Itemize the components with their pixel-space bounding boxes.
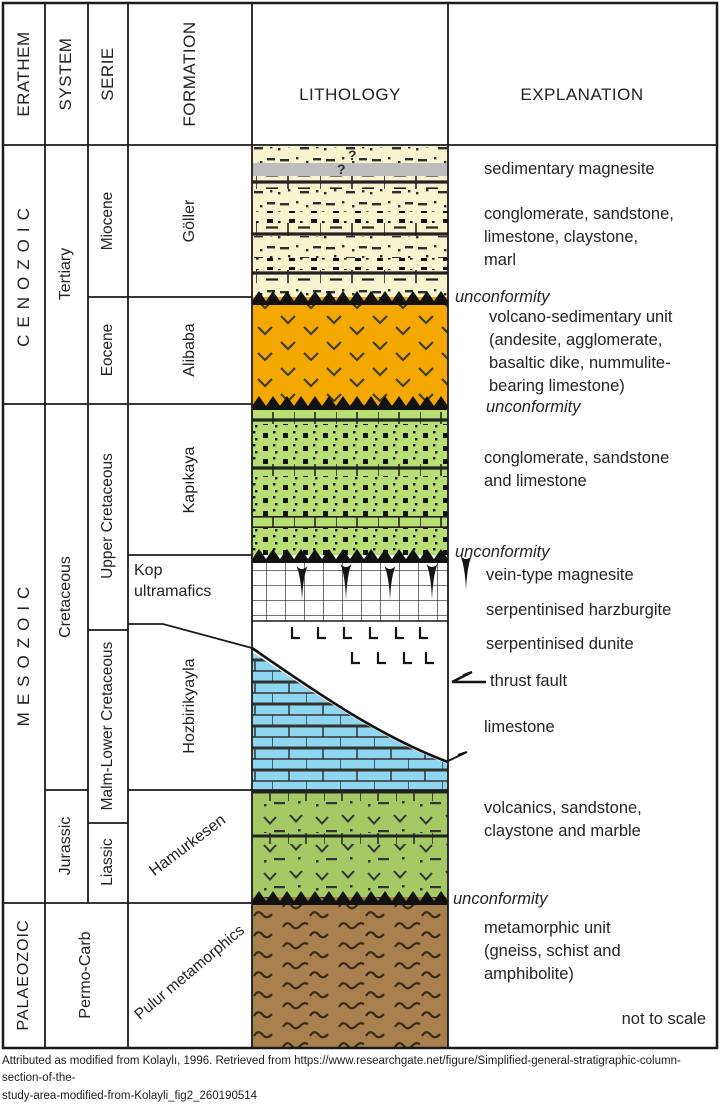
system-permo-carb: Permo-Carb [77, 931, 94, 1019]
explanation-metamorphic-desc: metamorphic unit (gneiss, schist and amp… [484, 919, 621, 983]
explanation-alibaba-desc: volcano-sedimentary unit (andesite, aggl… [489, 308, 673, 395]
attribution-text: Attributed as modified from Kolaylı, 199… [2, 1055, 681, 1102]
explanation-dunite: serpentinised dunite [486, 635, 634, 653]
col-header-formation: FORMATION [180, 21, 199, 127]
dunite-symbols [290, 627, 434, 665]
erathem-mesozoic: MESOZOIC [14, 579, 33, 727]
col-header-erathem: ERATHEM [14, 31, 33, 117]
formation-kapikaya: Kapıkaya [181, 446, 198, 514]
explanation-unconformity-3: unconformity [455, 543, 550, 561]
erathem-cenozoic: CENOZOIC [14, 201, 33, 347]
explanation-unconformity-1: unconformity [455, 288, 550, 306]
table-grid-lines [1, 1, 719, 1050]
explanation-limestone: limestone [484, 718, 555, 736]
formation-kop-ultramafics: Kop ultramafics [134, 562, 212, 600]
lithology-hamurkesen [252, 790, 448, 901]
explanation-unconformity-4: unconformity [453, 890, 548, 908]
explanation-not-to-scale: not to scale [621, 1010, 706, 1028]
vein-symbols [296, 564, 438, 600]
lithology-pulur [252, 897, 448, 1048]
system-tertiary: Tertiary [57, 247, 74, 301]
question-mark-lower: ? [337, 161, 346, 177]
explanation-hamurkesen-desc: volcanics, sandstone, claystone and marb… [484, 799, 642, 840]
explanation-goller-desc: conglomerate, sandstone, limestone, clay… [484, 205, 674, 269]
explanation-thrust-fault: thrust fault [490, 672, 568, 690]
serie-liassic: Liassic [99, 838, 116, 886]
explanation-sedimentary-magnesite: sedimentary magnesite [484, 160, 655, 178]
explanation-unconformity-2: unconformity [486, 398, 581, 416]
thrust-fault-icon [451, 670, 486, 684]
explanation-harzburgite: serpentinised harzburgite [486, 601, 672, 619]
lithology-alibaba [252, 297, 448, 406]
serie-malm-lower-cretaceous: Malm-Lower Cretaceous [99, 641, 116, 811]
vein-magnesite-icon [460, 556, 472, 590]
question-mark-upper: ? [348, 147, 357, 163]
thrust-fault-line [251, 646, 449, 764]
system-jurassic: Jurassic [57, 816, 74, 876]
lithology-kop-ultramafics [252, 555, 448, 790]
formation-alibaba: Alibaba [181, 323, 198, 377]
serie-eocene: Eocene [99, 323, 116, 377]
erathem-palaeozoic: PALAEOZOIC [15, 919, 32, 1031]
explanation-kapikaya-desc: conglomerate, sandstone and limestone [484, 449, 670, 490]
lithology-hozbirikyayla-limestone [251, 646, 468, 789]
col-header-serie: SERIE [98, 47, 117, 101]
col-header-system: SYSTEM [56, 37, 75, 111]
lithology-goller [252, 145, 448, 301]
system-cretaceous: Cretaceous [57, 556, 74, 638]
lithology-kapikaya [252, 406, 448, 559]
formation-goller: Göller [181, 199, 198, 243]
serie-upper-cretaceous: Upper Cretaceous [99, 453, 116, 579]
unconformity-zigzags [252, 291, 448, 905]
thrust-fault-pointer-icon [447, 751, 468, 762]
col-header-lithology: LITHOLOGY [299, 85, 401, 104]
serie-miocene: Miocene [99, 191, 116, 251]
col-header-explanation: EXPLANATION [520, 85, 644, 104]
explanation-vein-magnesite: vein-type magnesite [486, 566, 634, 584]
formation-hozbirikyayla: Hozbirikyayla [181, 658, 198, 754]
